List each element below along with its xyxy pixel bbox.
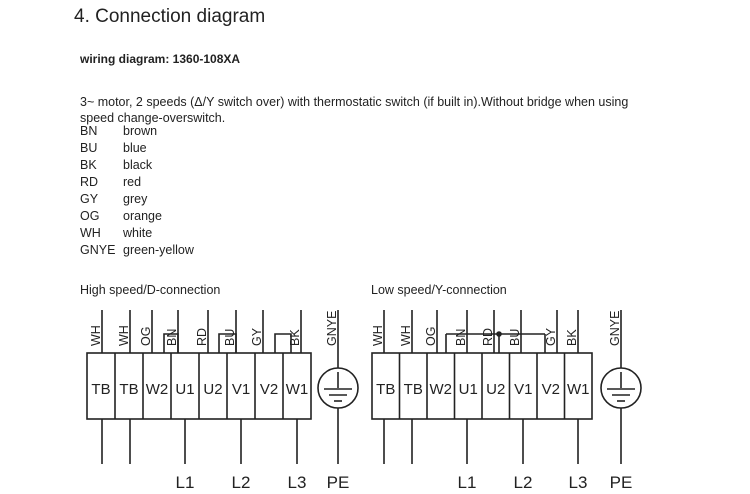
bridge [274,333,292,353]
ground-icon [317,367,359,409]
legend-color-name: brown [123,124,158,138]
section-title: 4. Connection diagram [74,6,266,27]
terminal-label: TB [119,381,138,398]
legend-color-name: grey [123,192,148,206]
wire-label: BU [223,329,237,346]
legend-code: OG [80,209,100,223]
legend-code: GY [80,192,99,206]
wire-label: GNYE [325,311,339,346]
star-point-dot [496,331,502,337]
legend-color-name: orange [123,209,162,223]
legend-color-name: white [123,226,153,240]
legend-code: GNYE [80,243,116,257]
wire-label: RD [481,328,495,346]
wire-label: GY [250,327,264,346]
wire-label: OG [424,327,438,346]
wire-label: BK [288,329,302,346]
line-label: L3 [569,473,588,492]
terminal-label: V2 [260,381,278,398]
line-label: L3 [288,473,307,492]
terminal-label: TB [91,381,110,398]
terminal-label: U2 [203,381,222,398]
legend-color-name: red [123,175,142,189]
wiring-diagram-id: wiring diagram: 1360-108XA [80,52,241,66]
terminal-label: TB [404,381,423,398]
legend-code: BK [80,158,97,172]
bridge [163,333,179,353]
wire-label: WH [399,325,413,346]
legend-code: WH [80,226,101,240]
wire-label: GY [544,327,558,346]
wire-label: RD [195,328,209,346]
terminal-label: W2 [430,381,453,398]
wire-label: BN [165,329,179,346]
low-speed-caption: Low speed/Y-connection [371,283,507,297]
legend-color-name: black [123,158,153,172]
terminal-label: U1 [175,381,194,398]
terminal-label: U1 [459,381,478,398]
ground-icon [600,367,642,409]
terminal-label: TB [376,381,395,398]
wire-label: OG [139,327,153,346]
terminal-label: W2 [146,381,169,398]
terminal-label: U2 [486,381,505,398]
wire-label: WH [117,325,131,346]
legend-color-name: blue [123,141,147,155]
terminal-label: V1 [514,381,532,398]
wire-label: WH [89,325,103,346]
pe-label: PE [610,473,633,492]
wire-label: BU [508,329,522,346]
legend-color-name: green-yellow [123,243,194,257]
line-label: L2 [514,473,533,492]
terminal-label: W1 [286,381,309,398]
legend-code: BU [80,141,98,155]
legend-code: RD [80,175,99,189]
line-label: L2 [232,473,251,492]
line-label: L1 [458,473,477,492]
high-speed-d-diagram: TB TB W2 U1 U2 V1 V2 W1 WH WH OG BN RD BU GY BK L1 L2 L3 GN… [86,310,359,492]
description: 3~ motor, 2 speeds (Δ/Y switch over) wit… [80,95,629,125]
wire-label: WH [371,325,385,346]
bridge [218,333,237,353]
legend-code: BN [80,124,98,138]
wire-label: GNYE [608,311,622,346]
wire-label: BN [454,329,468,346]
low-speed-y-diagram: TB TB W2 U1 U2 V1 V2 W1 WH WH OG BN RD BU GY BK L1 L2 L3 GN… [371,310,642,492]
terminal-label: V1 [232,381,250,398]
pe-label: PE [327,473,350,492]
wire-label: BK [565,329,579,346]
high-speed-caption: High speed/D-connection [80,283,221,297]
terminal-label: W1 [567,381,590,398]
terminal-label: V2 [542,381,560,398]
line-label: L1 [176,473,195,492]
